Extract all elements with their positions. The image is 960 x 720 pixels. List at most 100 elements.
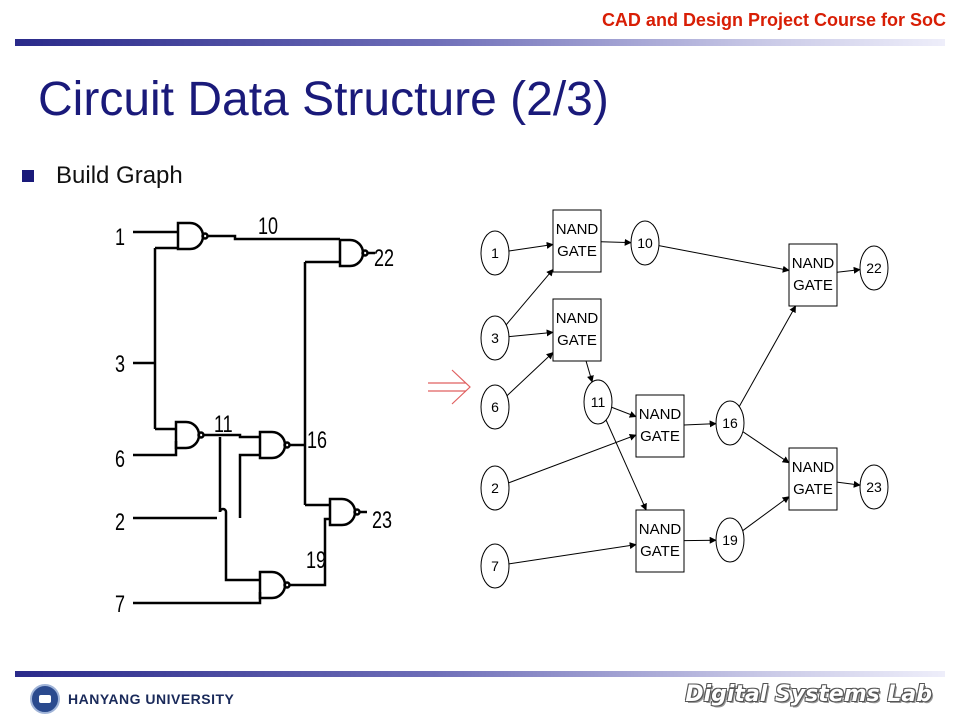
net-label: 2 <box>491 480 499 496</box>
bubble-g4 <box>283 581 291 589</box>
wire-net-19 <box>289 517 330 587</box>
gate-label-line1: NAND <box>556 310 599 327</box>
bubble-g1 <box>201 232 209 240</box>
graph-gate-g6: NAND GATE <box>788 447 838 511</box>
graph-edge-g2-11 <box>585 360 594 383</box>
graph-edge-2-g3 <box>508 433 637 484</box>
graph-edge-g3-16 <box>683 420 717 428</box>
graph-edge-g5-22 <box>836 266 861 274</box>
label-input-1: 1 <box>115 225 125 251</box>
gate-label-line1: NAND <box>639 521 682 538</box>
gate-label-line2: GATE <box>557 243 597 260</box>
graph-gate-g5: NAND GATE <box>788 243 838 307</box>
wire-net-10 <box>207 234 340 241</box>
bottom-divider <box>15 671 945 677</box>
university-seal-icon <box>30 684 60 714</box>
university-name: HANYANG UNIVERSITY <box>68 691 235 707</box>
gate-label-line2: GATE <box>640 428 680 445</box>
graph-edge-6-g2 <box>506 352 554 397</box>
graph-gate-g4: NAND GATE <box>635 509 685 573</box>
net-label: 6 <box>491 399 499 415</box>
bullet-text: Build Graph <box>56 162 183 189</box>
label-input-3: 3 <box>115 352 125 378</box>
net-label: 16 <box>722 415 738 431</box>
graph-edge-11-g3 <box>611 406 637 418</box>
label-input-7: 7 <box>115 592 125 618</box>
nand-gate-g4 <box>258 570 287 600</box>
lab-logo: Digital Systems Lab <box>685 682 932 707</box>
bubble-g6 <box>353 508 361 516</box>
wire-input-6 <box>133 441 178 457</box>
graph-net-16: 16 <box>715 400 745 446</box>
gate-label-line1: NAND <box>792 459 835 476</box>
graph-edge-7-g4 <box>508 542 637 565</box>
graph-net-3: 3 <box>480 315 510 361</box>
graph-edge-10-g5 <box>658 245 790 273</box>
gate-label-line2: GATE <box>793 277 833 294</box>
gate-level-schematic <box>133 221 375 605</box>
nand-gate-g1 <box>176 221 205 251</box>
label-net-23: 23 <box>372 508 392 534</box>
graph-edge-g1-10 <box>600 238 632 246</box>
gate-label-line2: GATE <box>793 481 833 498</box>
net-label: 11 <box>591 394 606 410</box>
label-net-11: 11 <box>214 412 233 438</box>
bubble-g3 <box>283 441 291 449</box>
gate-label-line2: GATE <box>640 543 680 560</box>
graph-net-7: 7 <box>480 543 510 589</box>
bullet-item: Build Graph <box>22 162 183 190</box>
net-label: 23 <box>866 479 882 495</box>
net-label: 1 <box>491 245 499 261</box>
graph-edge-16-g5 <box>738 305 797 407</box>
graph-net-11: 11 <box>583 379 613 425</box>
top-divider <box>15 39 945 46</box>
transform-arrow-icon <box>428 369 471 405</box>
net-label: 22 <box>866 260 882 276</box>
graph-gate-g2: NAND GATE <box>552 298 602 362</box>
bubble-g5 <box>361 249 369 257</box>
net-label: 10 <box>637 235 653 251</box>
graph-edge-1-g1 <box>508 241 554 252</box>
graph-edge-g6-23 <box>836 480 861 488</box>
graph-gate-g3: NAND GATE <box>635 394 685 458</box>
net-label: 3 <box>491 330 499 346</box>
label-input-2: 2 <box>115 510 125 536</box>
nand-gate-g6 <box>328 497 357 527</box>
label-input-6: 6 <box>115 447 125 473</box>
graph-edge-16-g6 <box>742 431 790 464</box>
course-title: CAD and Design Project Course for SoC <box>601 10 946 30</box>
wire-net-11 <box>203 433 260 439</box>
graph-gate-g1: NAND GATE <box>552 209 602 273</box>
label-net-19: 19 <box>306 548 326 574</box>
graph-net-10: 10 <box>630 220 660 266</box>
gate-label-line2: GATE <box>557 332 597 349</box>
gate-label-line1: NAND <box>792 255 835 272</box>
graph-edge-3-g1 <box>505 268 554 326</box>
wire-2-up <box>238 453 260 518</box>
gate-label-line1: NAND <box>639 406 682 423</box>
gate-label-line1: NAND <box>556 221 599 238</box>
graph-net-1: 1 <box>480 230 510 276</box>
wire-input-7 <box>133 592 262 605</box>
graph-edges <box>505 238 861 565</box>
graph-net-2: 2 <box>480 465 510 511</box>
university-logo: HANYANG UNIVERSITY <box>30 684 234 714</box>
nand-gate-g5 <box>338 238 365 268</box>
graph-net-23: 23 <box>859 464 889 510</box>
graph-edge-11-g4 <box>605 419 647 511</box>
bubble-g2 <box>197 431 205 439</box>
graph-edge-19-g6 <box>742 496 790 532</box>
schematic-labels: 1 3 6 2 7 10 11 16 19 22 23 <box>115 214 394 618</box>
graph-nodes: NAND GATE NAND GATE NAND GATE NAND GATE NAND GATE… <box>480 209 889 589</box>
nand-gate-g3 <box>258 430 287 460</box>
graph-edge-3-g2 <box>508 329 554 338</box>
label-net-16: 16 <box>307 428 327 454</box>
slide-title: Circuit Data Structure (2/3) <box>38 73 609 126</box>
wire-11-down2 <box>224 512 260 582</box>
graph-net-22: 22 <box>859 245 889 291</box>
net-label: 19 <box>722 532 738 548</box>
graph-net-19: 19 <box>715 517 745 563</box>
net-label: 7 <box>491 558 499 574</box>
nand-gate-g2 <box>174 420 201 450</box>
